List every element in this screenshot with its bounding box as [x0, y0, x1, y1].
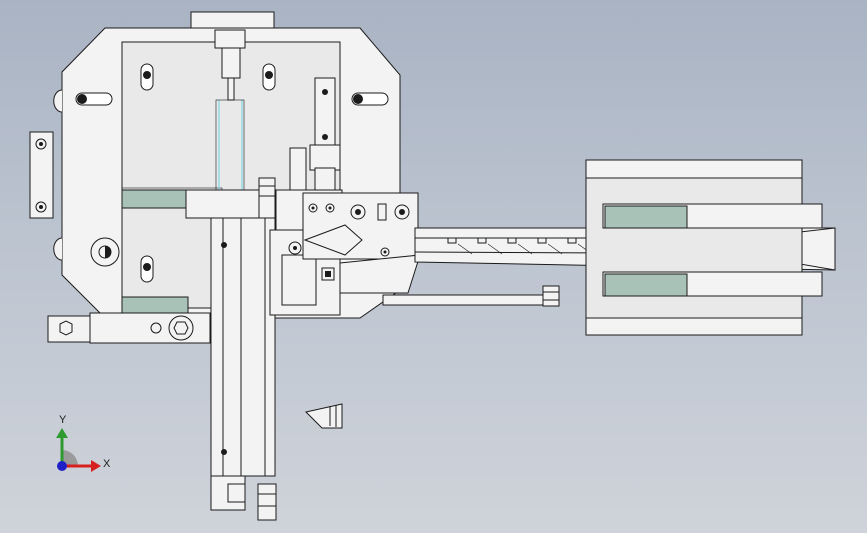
feeder-housing: [585, 159, 823, 336]
mount-slots: [75, 63, 389, 283]
air-fittings: [257, 177, 277, 521]
track-notch: [447, 237, 457, 244]
axis-x-label: X: [103, 458, 111, 470]
track-notch: [567, 237, 577, 244]
horizontal-cylinder: [47, 312, 211, 344]
track-notch: [477, 237, 487, 244]
track-notch: [537, 237, 547, 244]
axis-triad: [56, 428, 101, 472]
angled-jaw: [339, 254, 421, 294]
track-rib: [487, 243, 503, 255]
lower-rail: [382, 294, 544, 306]
vertical-slide: [185, 189, 276, 511]
track-rib: [547, 243, 563, 255]
eccentric-knob: [90, 237, 120, 267]
top-cap-block: [190, 11, 275, 29]
track-notch: [507, 237, 517, 244]
axis-y-label: Y: [59, 414, 67, 426]
upper-cylinder: [214, 29, 246, 191]
track-rib: [457, 243, 473, 255]
rail-fitting: [542, 285, 560, 307]
left-bracket: [29, 131, 54, 219]
track-rib: [517, 243, 533, 255]
loose-part: [305, 403, 343, 429]
